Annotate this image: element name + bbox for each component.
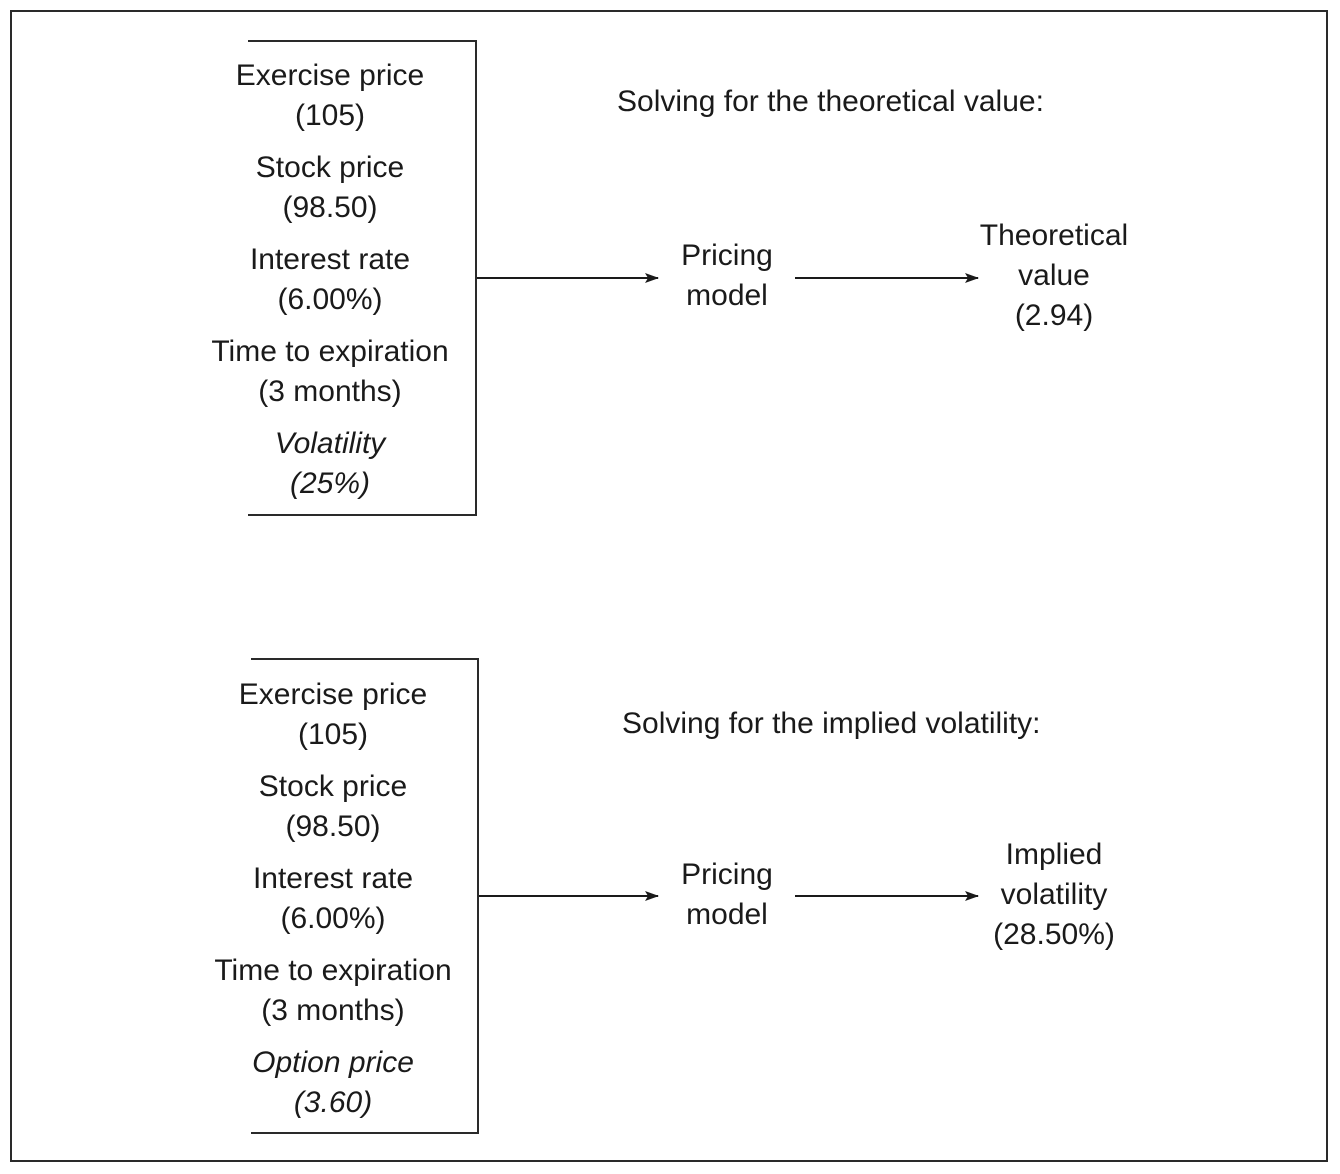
top-output-theoretical-value: Theoretical value (2.94) xyxy=(954,216,1154,336)
input-label: Stock price xyxy=(258,770,408,803)
bottom-input-stock-price: Stock price (98.50) xyxy=(193,767,473,847)
model-line2: model xyxy=(686,898,768,931)
input-value: (25%) xyxy=(289,467,371,500)
diagram-frame xyxy=(10,10,1328,1162)
output-line3: (28.50%) xyxy=(993,918,1115,951)
bottom-input-bracket xyxy=(251,658,479,1134)
top-pricing-model: Pricing model xyxy=(657,236,797,316)
bottom-input-option-price: Option price (3.60) xyxy=(193,1043,473,1123)
output-line1: Implied xyxy=(1005,838,1103,871)
top-heading: Solving for the theoretical value: xyxy=(617,85,1044,118)
input-value: (98.50) xyxy=(282,191,378,224)
top-input-time-to-expiration: Time to expiration (3 months) xyxy=(190,332,470,412)
top-input-volatility: Volatility (25%) xyxy=(190,424,470,504)
input-value: (105) xyxy=(297,718,369,751)
input-label: Interest rate xyxy=(249,243,411,276)
output-line2: value xyxy=(1018,259,1090,292)
input-label: Volatility xyxy=(274,427,386,460)
bottom-inputs-list: Exercise price (105) Stock price (98.50)… xyxy=(193,675,473,1135)
input-value: (3 months) xyxy=(258,375,402,408)
top-input-bracket xyxy=(248,40,477,516)
input-value: (6.00%) xyxy=(280,902,386,935)
input-label: Exercise price xyxy=(235,59,425,92)
input-value: (98.50) xyxy=(285,810,381,843)
input-label: Exercise price xyxy=(238,678,428,711)
top-inputs-list: Exercise price (105) Stock price (98.50)… xyxy=(190,56,470,516)
bottom-output-implied-volatility: Implied volatility (28.50%) xyxy=(954,835,1154,955)
model-line1: Pricing xyxy=(681,239,773,272)
input-label: Interest rate xyxy=(252,862,414,895)
bottom-input-interest-rate: Interest rate (6.00%) xyxy=(193,859,473,939)
input-label: Option price xyxy=(252,1046,414,1079)
output-line3: (2.94) xyxy=(1014,299,1094,332)
model-line1: Pricing xyxy=(681,858,773,891)
top-input-exercise-price: Exercise price (105) xyxy=(190,56,470,136)
bottom-pricing-model: Pricing model xyxy=(657,855,797,935)
input-label: Time to expiration xyxy=(211,335,449,368)
top-input-stock-price: Stock price (98.50) xyxy=(190,148,470,228)
input-value: (105) xyxy=(294,99,366,132)
output-line2: volatility xyxy=(1000,878,1108,911)
top-input-interest-rate: Interest rate (6.00%) xyxy=(190,240,470,320)
bottom-input-exercise-price: Exercise price (105) xyxy=(193,675,473,755)
input-value: (3 months) xyxy=(261,994,405,1027)
input-value: (6.00%) xyxy=(277,283,383,316)
output-line1: Theoretical xyxy=(979,219,1129,252)
model-line2: model xyxy=(686,279,768,312)
bottom-input-time-to-expiration: Time to expiration (3 months) xyxy=(193,951,473,1031)
input-value: (3.60) xyxy=(293,1086,373,1119)
input-label: Time to expiration xyxy=(214,954,452,987)
bottom-heading: Solving for the implied volatility: xyxy=(622,707,1041,740)
input-label: Stock price xyxy=(255,151,405,184)
